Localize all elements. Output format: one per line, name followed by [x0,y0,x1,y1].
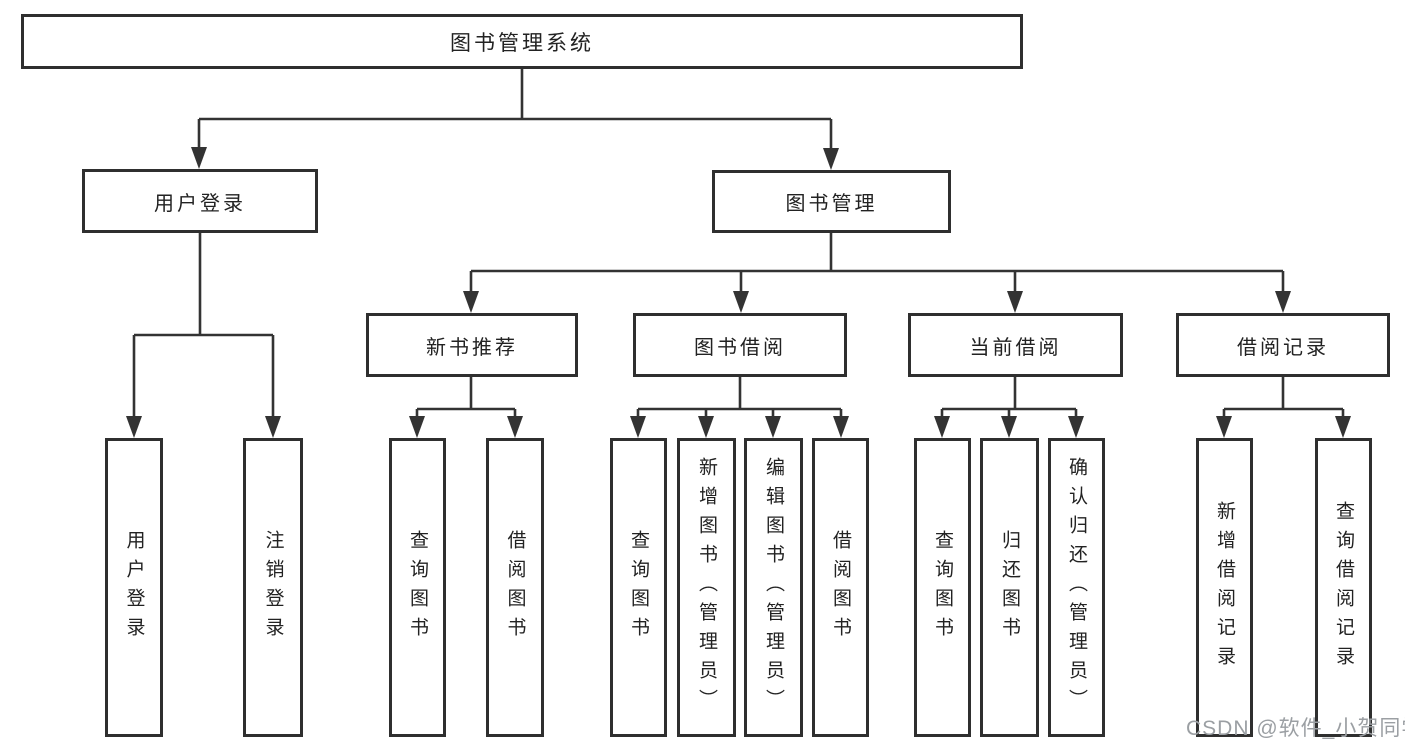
leaf-user-login-label: 用户登录 [123,529,145,646]
leaf-confirm-return-admin-label: 确认归还（管理员） [1066,457,1087,718]
node-new-book-recommend: 新书推荐 [366,313,578,377]
leaf-edit-books-admin: 编辑图书（管理员） [744,438,803,737]
leaf-query-borrow-record: 查询借阅记录 [1315,438,1372,737]
leaf-query-books-recommend: 查询图书 [389,438,446,737]
leaf-add-books-admin: 新增图书（管理员） [677,438,736,737]
leaf-edit-books-admin-label: 编辑图书（管理员） [763,457,784,718]
leaf-borrow-books-label: 借阅图书 [830,529,851,646]
node-borrow-records: 借阅记录 [1176,313,1390,377]
node-user-login: 用户登录 [82,169,318,233]
leaf-query-borrow-record-label: 查询借阅记录 [1333,500,1354,675]
leaf-logout-label: 注销登录 [262,529,284,646]
leaf-query-books-borrow: 查询图书 [610,438,667,737]
node-book-management: 图书管理 [712,170,951,233]
leaf-query-books-borrow-label: 查询图书 [628,529,649,646]
leaf-query-books-current-label: 查询图书 [932,529,953,646]
leaf-return-books: 归还图书 [980,438,1039,737]
leaf-confirm-return-admin: 确认归还（管理员） [1048,438,1105,737]
leaf-borrow-books-recommend-label: 借阅图书 [504,529,526,646]
node-library-management-system: 图书管理系统 [21,14,1023,69]
leaf-query-books-current: 查询图书 [914,438,971,737]
leaf-user-login: 用户登录 [105,438,163,737]
leaf-add-borrow-record-label: 新增借阅记录 [1214,500,1235,675]
node-book-borrow: 图书借阅 [633,313,847,377]
leaf-add-books-admin-label: 新增图书（管理员） [696,457,717,718]
leaf-query-books-recommend-label: 查询图书 [407,529,428,646]
leaf-return-books-label: 归还图书 [999,529,1020,646]
leaf-borrow-books-recommend: 借阅图书 [486,438,544,737]
node-current-borrow: 当前借阅 [908,313,1123,377]
watermark-csdn: CSDN @软件_小贺同学 [1186,717,1405,740]
leaf-borrow-books: 借阅图书 [812,438,869,737]
leaf-logout: 注销登录 [243,438,303,737]
leaf-add-borrow-record: 新增借阅记录 [1196,438,1253,737]
